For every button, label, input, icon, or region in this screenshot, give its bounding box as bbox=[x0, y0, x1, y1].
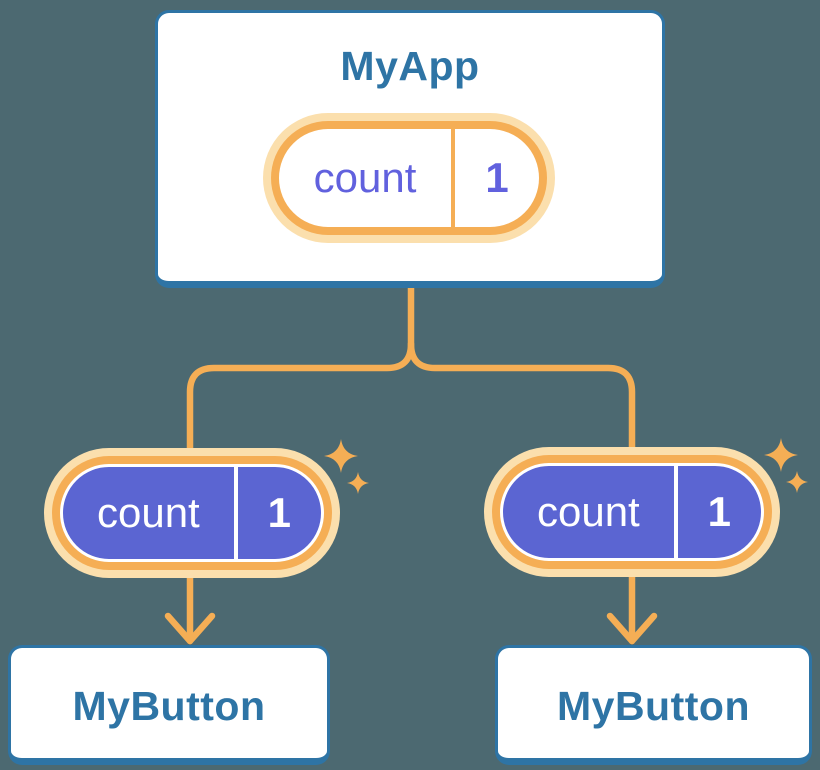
state-pill-ring: count 1 bbox=[492, 455, 772, 569]
sparkle-icon bbox=[786, 471, 808, 493]
state-value: 1 bbox=[267, 489, 292, 536]
state-name: count bbox=[96, 489, 200, 536]
state-value: 1 bbox=[485, 154, 509, 201]
sparkle-icon bbox=[324, 439, 358, 473]
state-pill-body: count 1 bbox=[279, 129, 539, 227]
pill-divider bbox=[451, 129, 456, 227]
pill-divider bbox=[233, 467, 238, 559]
sparkle-icon bbox=[347, 472, 369, 494]
sparkle-icon bbox=[764, 438, 798, 472]
connector-line-right bbox=[407, 340, 636, 645]
state-pill-root: count 1 bbox=[263, 113, 555, 243]
state-value: 1 bbox=[707, 488, 732, 535]
state-name: count bbox=[313, 154, 417, 201]
state-value-section: 1 bbox=[455, 129, 539, 227]
state-pill-child-left: count 1 bbox=[44, 448, 340, 578]
component-title: MyApp bbox=[340, 43, 480, 89]
state-pill-ring: count 1 bbox=[271, 121, 547, 235]
arrow-down-icon bbox=[164, 612, 216, 645]
state-pill-child-right: count 1 bbox=[484, 447, 780, 577]
state-value-section: 1 bbox=[238, 467, 321, 559]
component-card-mybutton-right: MyButton bbox=[495, 645, 812, 765]
component-title: MyButton bbox=[72, 682, 266, 729]
state-pill-body: count 1 bbox=[60, 464, 324, 562]
state-name-section: count bbox=[279, 129, 451, 227]
state-name-section: count bbox=[63, 467, 234, 559]
state-name-section: count bbox=[503, 466, 674, 558]
pill-divider bbox=[673, 466, 678, 558]
state-pill-body: count 1 bbox=[500, 463, 764, 561]
arrow-down-icon bbox=[606, 612, 658, 645]
state-pill-ring: count 1 bbox=[52, 456, 332, 570]
component-card-mybutton-left: MyButton bbox=[8, 645, 330, 765]
component-title: MyButton bbox=[556, 682, 750, 729]
state-value-section: 1 bbox=[678, 466, 761, 558]
state-name: count bbox=[536, 488, 640, 535]
